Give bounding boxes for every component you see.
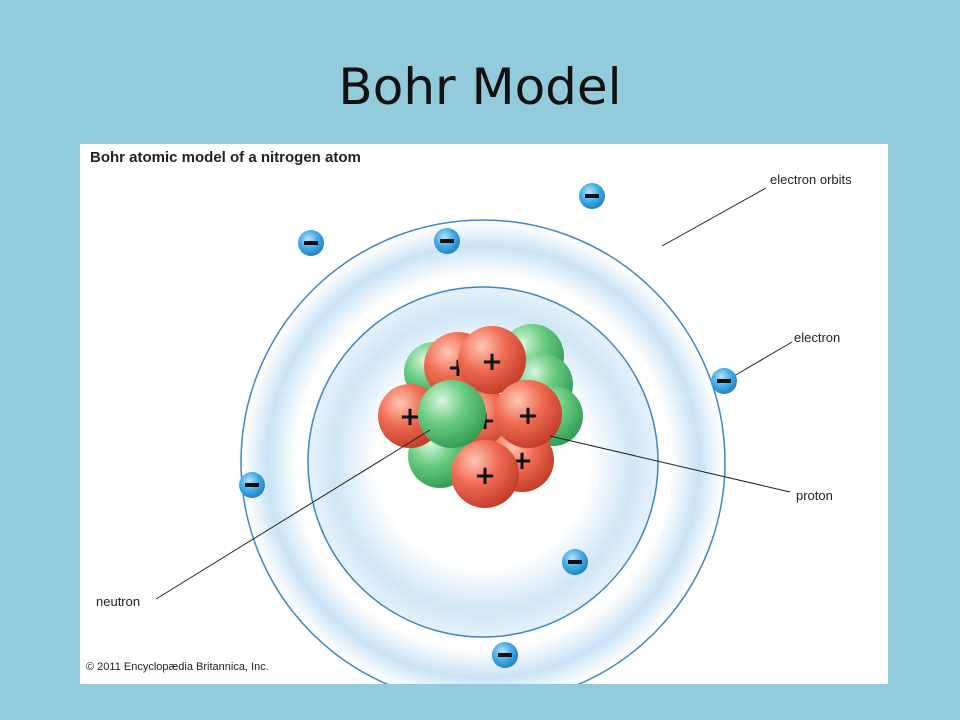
electron-leader — [733, 341, 793, 377]
label-electron-orbits: electron orbits — [770, 172, 852, 187]
electron — [434, 228, 460, 254]
copyright-notice: © 2011 Encyclopædia Britannica, Inc. — [86, 661, 269, 673]
proton: + — [494, 380, 562, 448]
electron — [492, 642, 518, 668]
label-neutron: neutron — [96, 594, 141, 609]
electron — [239, 472, 265, 498]
neutron-leader — [155, 429, 431, 600]
electron-orbits-leader — [661, 187, 767, 247]
figure-title: Bohr atomic model of a nitrogen atom — [90, 149, 361, 166]
electron — [562, 549, 588, 575]
inner-orbit — [307, 286, 659, 638]
svg-text:+: + — [517, 401, 539, 431]
outer-orbit — [240, 219, 726, 684]
atom-diagram: + + + + + + — [155, 183, 793, 684]
nucleus: + + + + + + — [378, 324, 583, 508]
electron — [298, 230, 324, 256]
electron — [711, 368, 737, 394]
slide-title: Bohr Model — [338, 58, 622, 116]
bohr-model-figure: + + + + + + — [80, 144, 888, 684]
svg-text:+: + — [481, 347, 503, 377]
svg-text:+: + — [399, 402, 421, 432]
proton: + — [451, 440, 519, 508]
proton: + — [458, 326, 526, 394]
electron — [579, 183, 605, 209]
label-electron: electron — [794, 330, 841, 345]
label-proton: proton — [796, 488, 833, 503]
neutron — [418, 380, 486, 448]
svg-text:+: + — [474, 461, 496, 491]
proton-leader — [549, 435, 791, 493]
